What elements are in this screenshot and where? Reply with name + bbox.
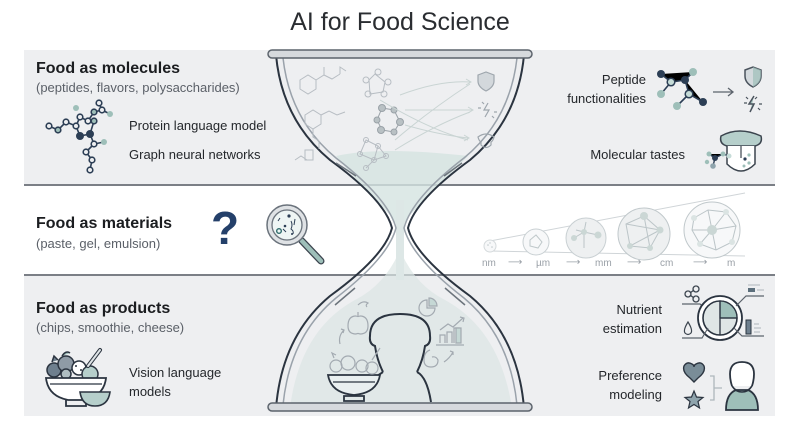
nutrient-line-2: estimation (602, 321, 662, 336)
section-heading-materials: Food as materials (36, 215, 173, 232)
method-vision-language-models: Vision language models (129, 363, 221, 401)
tongue-icon-faded (477, 133, 495, 149)
scale-label-m: m (727, 258, 736, 269)
salad-bowl-icon (44, 348, 111, 407)
magnifying-glass-icon (266, 204, 325, 265)
nutrient-pie-chart-icon (682, 284, 764, 341)
section-heading-products: Food as products (36, 300, 171, 317)
scale-label-um: µm (536, 258, 551, 269)
flow-arrows (379, 78, 474, 151)
diagram-title: AI for Food Science (290, 8, 510, 36)
lightning-icon (744, 95, 762, 113)
salad-bowl-icon-center (326, 374, 382, 402)
section-subheading-molecules: (peptides, flavors, polysaccharides) (36, 80, 240, 95)
section-subheading-products: (chips, smoothie, cheese) (36, 320, 185, 335)
product-flow-icons (338, 297, 465, 368)
peptide-line-1: Peptide (601, 72, 646, 87)
lightning-icon-faded (478, 101, 497, 119)
application-nutrient-estimation: Nutrient estimation (560, 300, 662, 338)
preference-person-icon (682, 361, 759, 411)
arrow-right-icon (713, 87, 735, 97)
application-molecular-tastes: Molecular tastes (590, 147, 685, 162)
tongue-taste-icon (704, 130, 763, 172)
application-peptide-functionalities: Peptide functionalities (560, 70, 646, 108)
star-icon (683, 389, 705, 410)
polysaccharide-icon (357, 137, 389, 171)
flavor-molecule-icons (294, 66, 392, 161)
scale-arrow: ⟶ (508, 257, 523, 268)
vlm-line-1: Vision language (129, 365, 222, 380)
method-protein-language-model: Protein language model (129, 118, 267, 133)
scale-progression-graphic (483, 192, 746, 261)
scale-arrow: ⟶ (627, 257, 642, 268)
question-mark-icon: ? (211, 202, 240, 254)
peptide-molecule-icon (657, 68, 707, 110)
vlm-line-2: models (129, 384, 171, 399)
scale-arrow: ⟶ (566, 257, 581, 268)
shield-icon-faded (477, 71, 495, 92)
scale-label-cm: cm (660, 258, 674, 269)
section-subheading-materials: (paste, gel, emulsion) (36, 236, 161, 251)
heart-icon (682, 362, 706, 383)
preference-line-1: Preference (598, 368, 662, 383)
graph-molecule-icon-center (373, 104, 404, 136)
scale-label-mm: mm (595, 258, 612, 269)
scale-arrow: ⟶ (693, 257, 708, 268)
method-graph-neural-networks: Graph neural networks (129, 147, 261, 162)
protein-graph-icon (45, 99, 113, 174)
scale-label-nm: nm (482, 258, 496, 269)
section-heading-molecules: Food as molecules (36, 60, 181, 77)
peptide-line-2: functionalities (567, 91, 646, 106)
shield-icon (744, 66, 762, 88)
preference-line-2: modeling (609, 387, 662, 402)
application-preference-modeling: Preference modeling (560, 366, 662, 404)
nutrient-line-1: Nutrient (616, 302, 662, 317)
